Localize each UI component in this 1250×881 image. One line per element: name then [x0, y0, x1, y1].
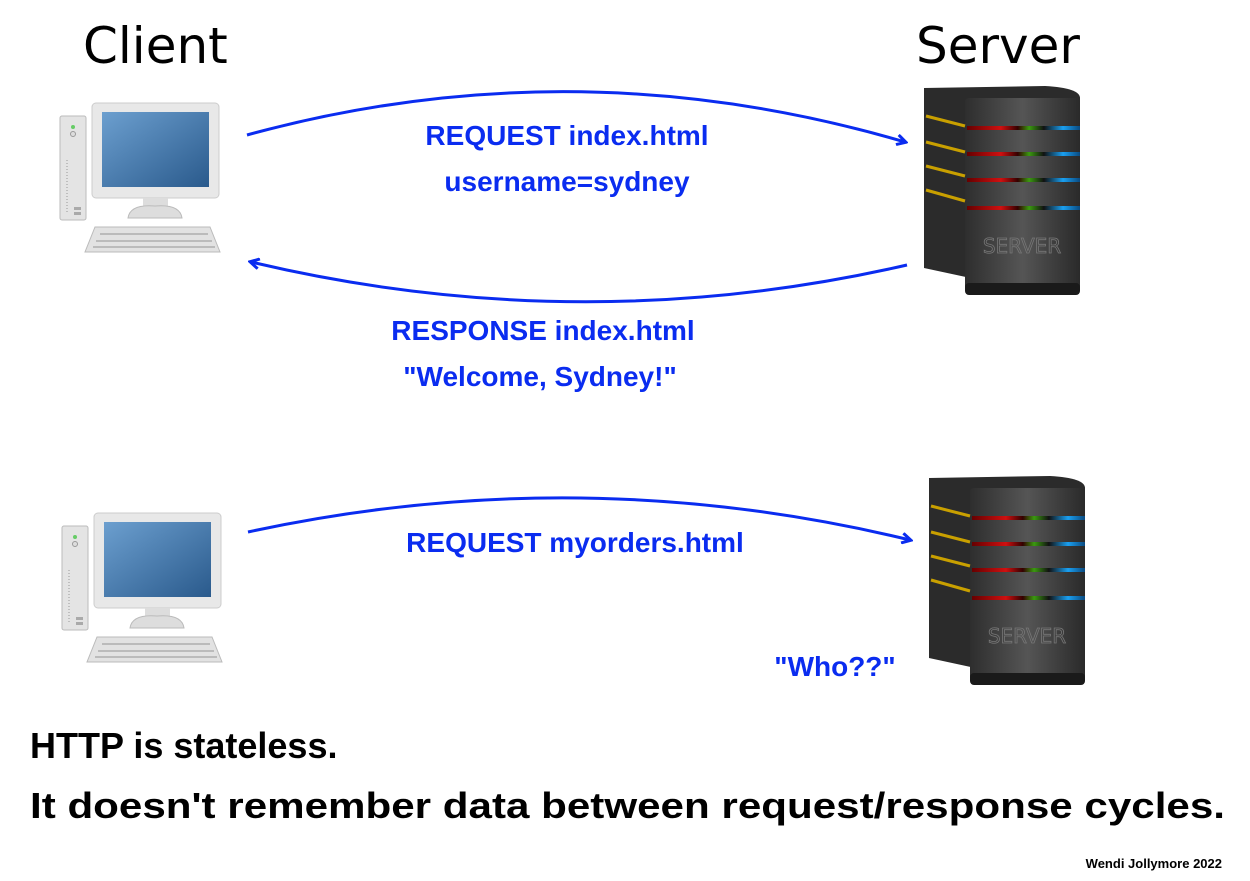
- server-icon-2: SERVER: [927, 474, 1087, 687]
- client-title: Client: [83, 17, 228, 75]
- conclusion-line-2: It doesn't remember data between request…: [30, 785, 1225, 826]
- credit: Wendi Jollymore 2022: [1086, 856, 1222, 871]
- server-reply: "Who??": [774, 651, 895, 682]
- request-label-2: REQUEST myorders.html: [406, 527, 744, 558]
- server-icon: SERVER: [922, 84, 1082, 297]
- response-label: RESPONSE index.html: [391, 315, 694, 346]
- conclusion-line-1: HTTP is stateless.: [30, 725, 337, 766]
- client-computer-icon-2: [61, 512, 223, 663]
- request-arrow: [246, 90, 905, 142]
- request-label: REQUEST index.html: [425, 120, 708, 151]
- request-param: username=sydney: [444, 166, 690, 197]
- response-body: "Welcome, Sydney!": [403, 361, 676, 392]
- response-arrow: [251, 262, 908, 304]
- server-title: Server: [916, 17, 1080, 75]
- request-arrow-2: [247, 496, 910, 540]
- server-icon-label: SERVER: [988, 624, 1066, 648]
- client-computer-icon: [59, 102, 221, 253]
- server-icon-label: SERVER: [983, 234, 1061, 258]
